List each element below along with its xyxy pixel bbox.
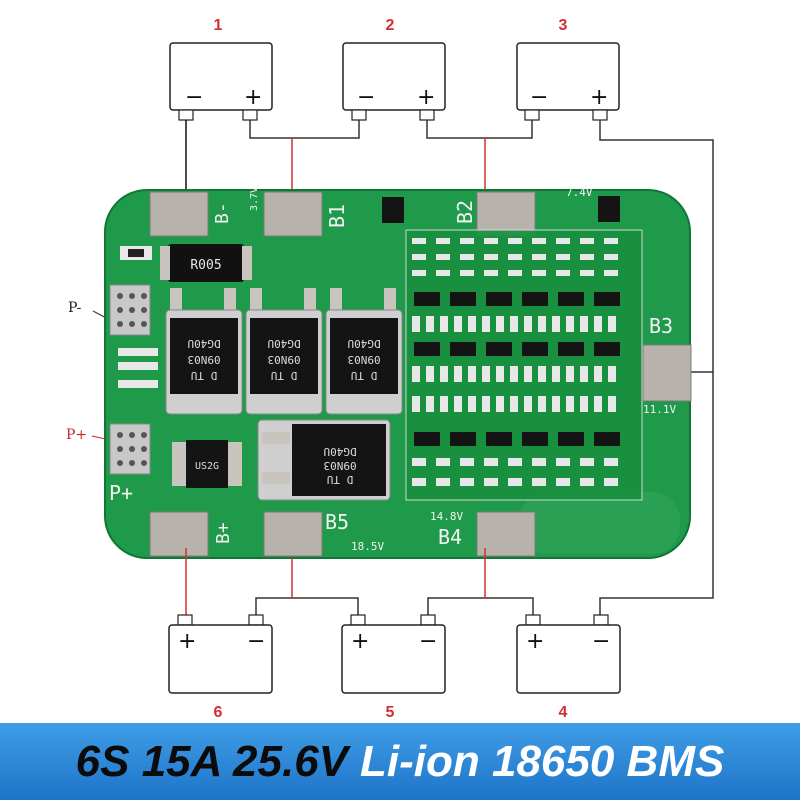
svg-text:US2G: US2G [195, 461, 219, 472]
battery-cell-5: + − 5 [341, 614, 446, 720]
cell-number-6: 6 [214, 704, 223, 720]
voltage-14-8v: 14.8V [430, 510, 463, 523]
cell-5-negative: − [419, 629, 437, 654]
pad-b4 [476, 511, 536, 557]
cell-number-1: 1 [214, 17, 223, 34]
cell-4-positive: + [526, 629, 544, 654]
balance-component-array [405, 229, 643, 501]
battery-cell-4: + − 4 [516, 614, 621, 720]
p-plus-label: P+ [66, 427, 87, 443]
cell-number-2: 2 [386, 17, 395, 34]
pad-b3 [642, 344, 692, 402]
product-title-banner: 6S 15A 25.6V Li-ion 18650 BMS [0, 723, 800, 800]
cell-2-negative: − [357, 85, 375, 110]
bms-pcb-board: B- B1 B2 B3 B5 B4 B+ P+ 3.7V 7.4V 11.1V … [104, 186, 692, 559]
battery-cell-1: 1 − + [169, 17, 273, 121]
svg-text:D TU: D TU [351, 369, 378, 382]
svg-text:09N03: 09N03 [187, 353, 220, 366]
cell-3-positive: + [590, 85, 608, 110]
cell-number-3: 3 [559, 17, 568, 34]
svg-text:D TU: D TU [271, 369, 298, 382]
voltage-7-4v: 7.4V [566, 186, 593, 199]
pad-b-plus [149, 511, 209, 557]
diode-us2g: US2G [172, 440, 242, 488]
svg-text:09N03: 09N03 [347, 353, 380, 366]
cell-3-negative: − [530, 85, 548, 110]
banner-spec-text: 6S 15A 25.6V [75, 736, 349, 786]
banner-type-text: Li-ion 18650 BMS [360, 736, 725, 786]
shunt-resistor [168, 244, 244, 282]
cell-2-positive: + [417, 85, 435, 110]
svg-text:DG40U: DG40U [267, 337, 300, 350]
mosfet-4: D TU 09N03 DG40U [257, 419, 391, 501]
pad-b-minus [149, 191, 209, 237]
pad-b1 [263, 191, 323, 237]
svg-text:DG40U: DG40U [187, 337, 220, 350]
p-plus-connector [109, 423, 151, 475]
svg-text:DG40U: DG40U [323, 445, 356, 458]
label-p-plus: P+ [109, 481, 133, 505]
cell-number-5: 5 [386, 704, 395, 720]
battery-cell-2: 2 − + [342, 17, 446, 121]
label-b2: B2 [453, 200, 477, 224]
svg-text:09N03: 09N03 [323, 459, 356, 472]
cell-6-negative: − [247, 629, 265, 654]
cell-number-4: 4 [559, 704, 568, 720]
voltage-11-1v: 11.1V [643, 403, 676, 416]
label-b-minus: B- [212, 202, 233, 224]
mosfet-1: D TU 09N03 DG40U [165, 288, 243, 415]
pad-b5 [263, 511, 323, 557]
label-b-plus: B+ [213, 522, 234, 544]
p-minus-label: P- [68, 300, 82, 316]
label-b3: B3 [649, 314, 673, 338]
label-b5: B5 [325, 510, 349, 534]
mosfet-2: D TU 09N03 DG40U [245, 288, 323, 415]
svg-text:D TU: D TU [191, 369, 218, 382]
svg-text:DG40U: DG40U [347, 337, 380, 350]
bottom-wiring [185, 548, 534, 620]
voltage-18-5v: 18.5V [351, 540, 384, 553]
p-minus-connector [109, 284, 151, 336]
cell-6-positive: + [178, 629, 196, 654]
svg-text:09N03: 09N03 [267, 353, 300, 366]
svg-text:D TU: D TU [327, 473, 354, 486]
p-plus-callout: P+ [66, 427, 111, 443]
pad-b2 [476, 191, 536, 237]
label-b4: B4 [438, 525, 462, 549]
resistor-label: R005 [190, 258, 221, 273]
voltage-3-7v: 3.7V [249, 187, 260, 211]
battery-cell-3: 3 − + [516, 17, 620, 121]
bms-wiring-diagram: 1 − + 2 − + 3 − + P- P+ [66, 17, 714, 720]
label-b1: B1 [325, 204, 349, 228]
p-minus-callout: P- [68, 300, 111, 321]
cell-1-negative: − [185, 85, 203, 110]
mosfet-3: D TU 09N03 DG40U [325, 288, 403, 415]
battery-cell-6: + − 6 [168, 614, 273, 720]
cell-5-positive: + [351, 629, 369, 654]
cell-4-negative: − [592, 629, 610, 654]
cell-1-positive: + [244, 85, 262, 110]
